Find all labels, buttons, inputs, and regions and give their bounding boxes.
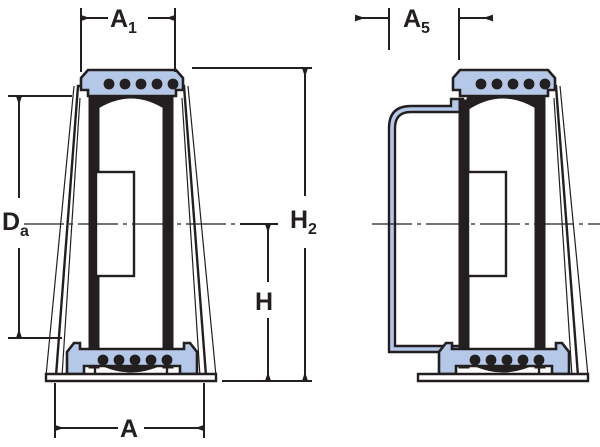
dimension-label-a5: A — [403, 5, 421, 33]
left-leg-inner-line — [61, 97, 81, 377]
bolt-hole-icon — [469, 354, 481, 366]
bolt-hole-icon — [103, 78, 115, 90]
bolt-hole-icon — [475, 78, 487, 90]
dimension-h: H — [222, 223, 278, 382]
top-flange-bolt-holes — [103, 78, 179, 90]
side-top-flange-bolt-holes — [475, 78, 551, 90]
bolt-hole-icon — [135, 78, 147, 90]
dimension-subscript-a1: 1 — [128, 20, 137, 37]
dimension-subscript-h2: 2 — [308, 221, 317, 238]
dimension-da: D a — [2, 95, 72, 339]
bolt-hole-icon — [501, 354, 513, 366]
dimension-label-a1: A — [110, 5, 128, 33]
side-right-leg-outer-edge — [559, 85, 589, 377]
bolt-hole-icon — [151, 78, 163, 90]
bottom-flange-bolt-holes — [97, 354, 173, 366]
bolt-hole-icon — [491, 78, 503, 90]
bolt-hole-icon — [485, 354, 497, 366]
side-base-plate — [416, 372, 590, 383]
bolt-hole-icon — [161, 354, 173, 366]
dimension-a1: A 1 — [80, 5, 176, 72]
dimension-subscript-a5: 5 — [421, 20, 430, 37]
bolt-hole-icon — [167, 78, 179, 90]
side-top-flange — [451, 68, 557, 98]
base-plate — [44, 372, 218, 383]
dimension-a5: A 5 — [355, 5, 493, 60]
dimension-label-a: A — [120, 415, 138, 443]
right-bore-wall — [162, 95, 174, 369]
side-section-view — [372, 68, 600, 383]
side-cover-plate — [387, 97, 465, 354]
bolt-hole-icon — [507, 78, 519, 90]
side-right-bore-wall — [534, 95, 546, 369]
bolt-hole-icon — [539, 78, 551, 90]
side-right-leg-inner-line — [553, 97, 573, 377]
right-leg-inner-line — [181, 97, 201, 377]
top-flange — [79, 68, 185, 98]
bolt-hole-icon — [517, 354, 529, 366]
bolt-hole-icon — [97, 354, 109, 366]
bolt-hole-icon — [145, 354, 157, 366]
dimension-subscript-da: a — [20, 223, 29, 240]
dimension-label-da: D — [2, 208, 20, 236]
bolt-hole-icon — [523, 78, 535, 90]
left-leg-outer-edge — [45, 85, 75, 377]
side-bottom-flange-bolt-holes — [469, 354, 545, 366]
side-left-bore-wall — [458, 99, 470, 369]
dimension-label-h2: H — [290, 206, 308, 234]
bolt-hole-icon — [533, 354, 545, 366]
right-leg-outer-edge — [187, 85, 217, 377]
bolt-hole-icon — [113, 354, 125, 366]
bolt-hole-icon — [119, 78, 131, 90]
front-section-view — [24, 68, 240, 383]
dimension-label-h: H — [255, 288, 273, 316]
dimension-a: A — [54, 383, 205, 443]
bolt-hole-icon — [129, 354, 141, 366]
